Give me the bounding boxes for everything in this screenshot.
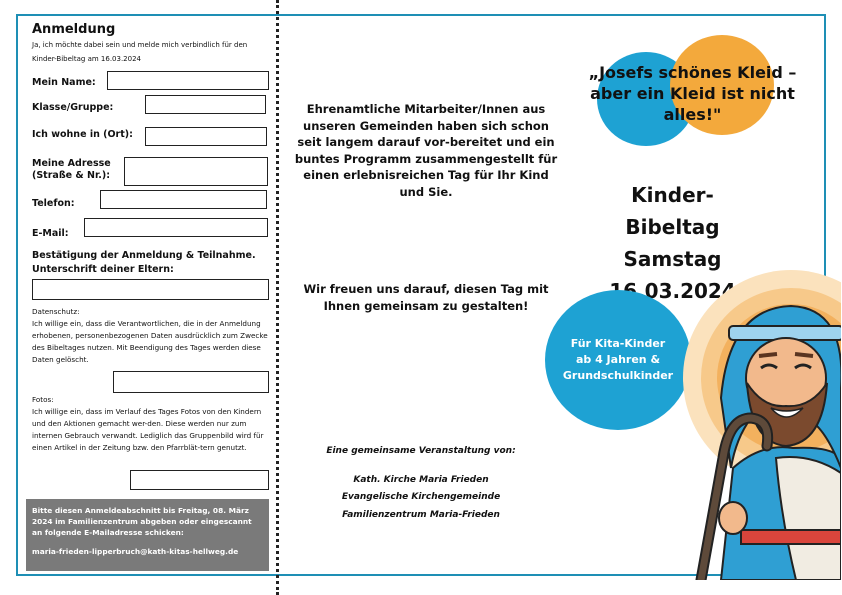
volunteers-text: Ehrenamtliche Mitarbeiter/Innen aus unse… <box>294 102 558 199</box>
class-label: Klasse/Gruppe: <box>32 102 114 113</box>
class-field[interactable] <box>145 95 266 114</box>
phone-field[interactable] <box>100 190 267 209</box>
registration-intro: Ja, ich möchte dabei sein und melde mich… <box>32 41 248 63</box>
theme-quote: „Josefs schönes Kleid – aber ein Kleid i… <box>588 63 797 124</box>
address-label-line1: Meine Adresse <box>32 158 111 169</box>
signature-field[interactable] <box>32 279 269 300</box>
event-title: Kinder-Bibeltag Samstag 16.03.2024 <box>585 179 760 307</box>
email-field[interactable] <box>84 218 268 237</box>
organizer-intro: Eine gemeinsame Veranstaltung von: <box>326 446 516 456</box>
name-field[interactable] <box>107 71 269 90</box>
registration-title: Anmeldung <box>32 22 116 37</box>
welcome-text: Wir freuen uns darauf, diesen Tag mit Ih… <box>303 282 549 313</box>
town-field[interactable] <box>145 127 267 146</box>
email-label: E-Mail: <box>32 228 69 239</box>
audience-text: Für Kita-Kinder ab 4 Jahren & Grundschul… <box>562 337 674 382</box>
address-field[interactable] <box>124 157 268 186</box>
privacy-text: Datenschutz: Ich willige ein, dass die V… <box>32 307 268 364</box>
orange-circle-decoration <box>670 35 774 135</box>
town-label: Ich wohne in (Ort): <box>32 129 133 140</box>
privacy-signature-field[interactable] <box>113 371 269 393</box>
organizer-3: Familienzentrum Maria-Frieden <box>342 510 500 520</box>
address-label: Meine Adresse (Straße & Nr.): <box>32 158 111 182</box>
address-label-line2: (Straße & Nr.): <box>32 170 111 181</box>
joseph-illustration <box>683 270 841 580</box>
submit-note: Bitte diesen Anmeldeabschnitt bis Freita… <box>32 506 252 537</box>
photos-text: Fotos: Ich willige ein, dass im Verlauf … <box>32 395 264 452</box>
parent-confirmation: Bestätigung der Anmeldung & Teilnahme. U… <box>32 250 256 275</box>
organizer-1: Kath. Kirche Maria Frieden <box>353 475 489 485</box>
organizer-2: Evangelische Kirchengemeinde <box>341 492 501 502</box>
name-label: Mein Name: <box>32 77 96 88</box>
audience-badge: Für Kita-Kinder ab 4 Jahren & Grundschul… <box>545 290 691 430</box>
submit-email-link[interactable]: maria-frieden-lipperbruch@kath-kitas-hel… <box>32 547 239 556</box>
photos-signature-field[interactable] <box>130 470 269 490</box>
submit-info-box: Bitte diesen Anmeldeabschnitt bis Freita… <box>26 499 269 571</box>
event-day: Samstag <box>623 247 722 271</box>
cut-line <box>276 0 279 595</box>
phone-label: Telefon: <box>32 198 75 209</box>
event-name: Kinder-Bibeltag <box>625 183 720 239</box>
